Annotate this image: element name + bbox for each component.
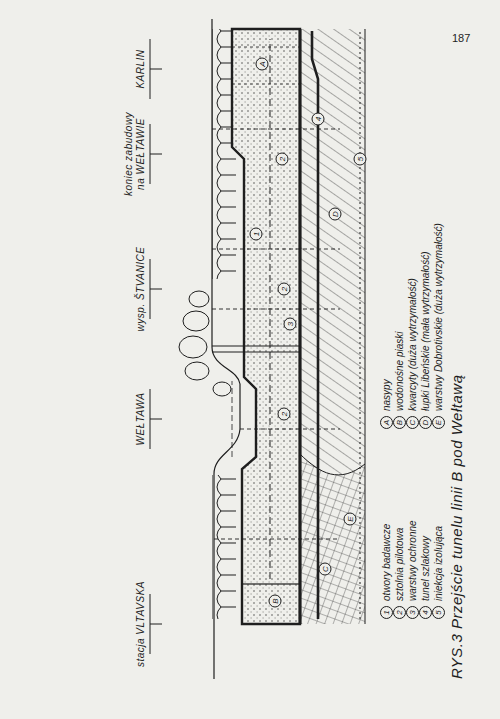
callout-marker: 2 (276, 153, 289, 166)
site-label: KARLIN (135, 49, 147, 88)
page-number: 187 (452, 32, 470, 44)
legend-marker: 4 (419, 606, 432, 619)
legend-row: Ewarstwy Dobrotivskie (duża wytrzymałość… (432, 223, 445, 429)
callout-marker: B (269, 595, 282, 608)
legend-row: 4 tunel szlakowy (419, 536, 432, 619)
site-label: koniec zabudowy na WEŁTAWIE (123, 106, 146, 202)
legend-text: kwarcyty (duża wytrzymałość) (407, 278, 418, 411)
callout-marker: C (319, 563, 332, 576)
legend-marker: E (432, 416, 445, 429)
legend-row: Dłupki Libeńskie (mała wytrzymałość) (419, 252, 432, 430)
legend-text: wodonośne piaski (394, 332, 405, 412)
legend-text: łupki Libeńskie (mała wytrzymałość) (420, 252, 431, 412)
legend-marker: 5 (432, 606, 445, 619)
callout-marker: A (256, 58, 269, 71)
legend-row: 3 warstwy ochronne (406, 520, 419, 619)
site-label: stacja VLTAVSKA (135, 581, 147, 667)
site-label: wysp. ŠTVANICE (135, 247, 147, 332)
legend-marker: 1 (380, 606, 393, 619)
site-label: WEŁTAWA (135, 393, 147, 446)
legend-marker: 3 (406, 606, 419, 619)
legend-row: Anasypy (380, 379, 393, 429)
callout-marker: 2 (278, 283, 291, 296)
figure-caption: RYS.3 Przejście tunelu linii B pod Wełta… (448, 375, 465, 679)
legend-text: sztolnia pilotowa (394, 528, 405, 601)
legend-text: tunel szlakowy (420, 536, 431, 601)
legend-row: 5 iniekcja izolująca (432, 526, 445, 619)
legend-row: Bwodonośne piaski (393, 332, 406, 430)
legend-marker: D (419, 416, 432, 429)
callout-marker: 3 (284, 318, 297, 331)
legend-text: otwory badawcze (381, 524, 392, 601)
callout-marker: 5 (354, 153, 367, 166)
legend-text: nasypy (381, 379, 392, 411)
legend-row: Ckwarcyty (duża wytrzymałość) (406, 278, 419, 429)
callout-marker: 1 (250, 228, 263, 241)
legend-marker: B (393, 416, 406, 429)
callout-marker: 4 (312, 113, 325, 126)
callout-marker: 2 (278, 408, 291, 421)
legend-text: warstwy ochronne (407, 520, 418, 601)
legend-row: 2 sztolnia pilotowa (393, 528, 406, 619)
legend-row: 1 otwory badawcze (380, 524, 393, 619)
legend-marker: 2 (393, 606, 406, 619)
legend-text: iniekcja izolująca (433, 526, 444, 601)
legend-marker: C (406, 416, 419, 429)
legend-text: warstwy Dobrotivskie (duża wytrzymałość) (433, 223, 444, 411)
callout-marker: D (329, 208, 342, 221)
callout-marker: E (344, 513, 357, 526)
legend-marker: A (380, 416, 393, 429)
